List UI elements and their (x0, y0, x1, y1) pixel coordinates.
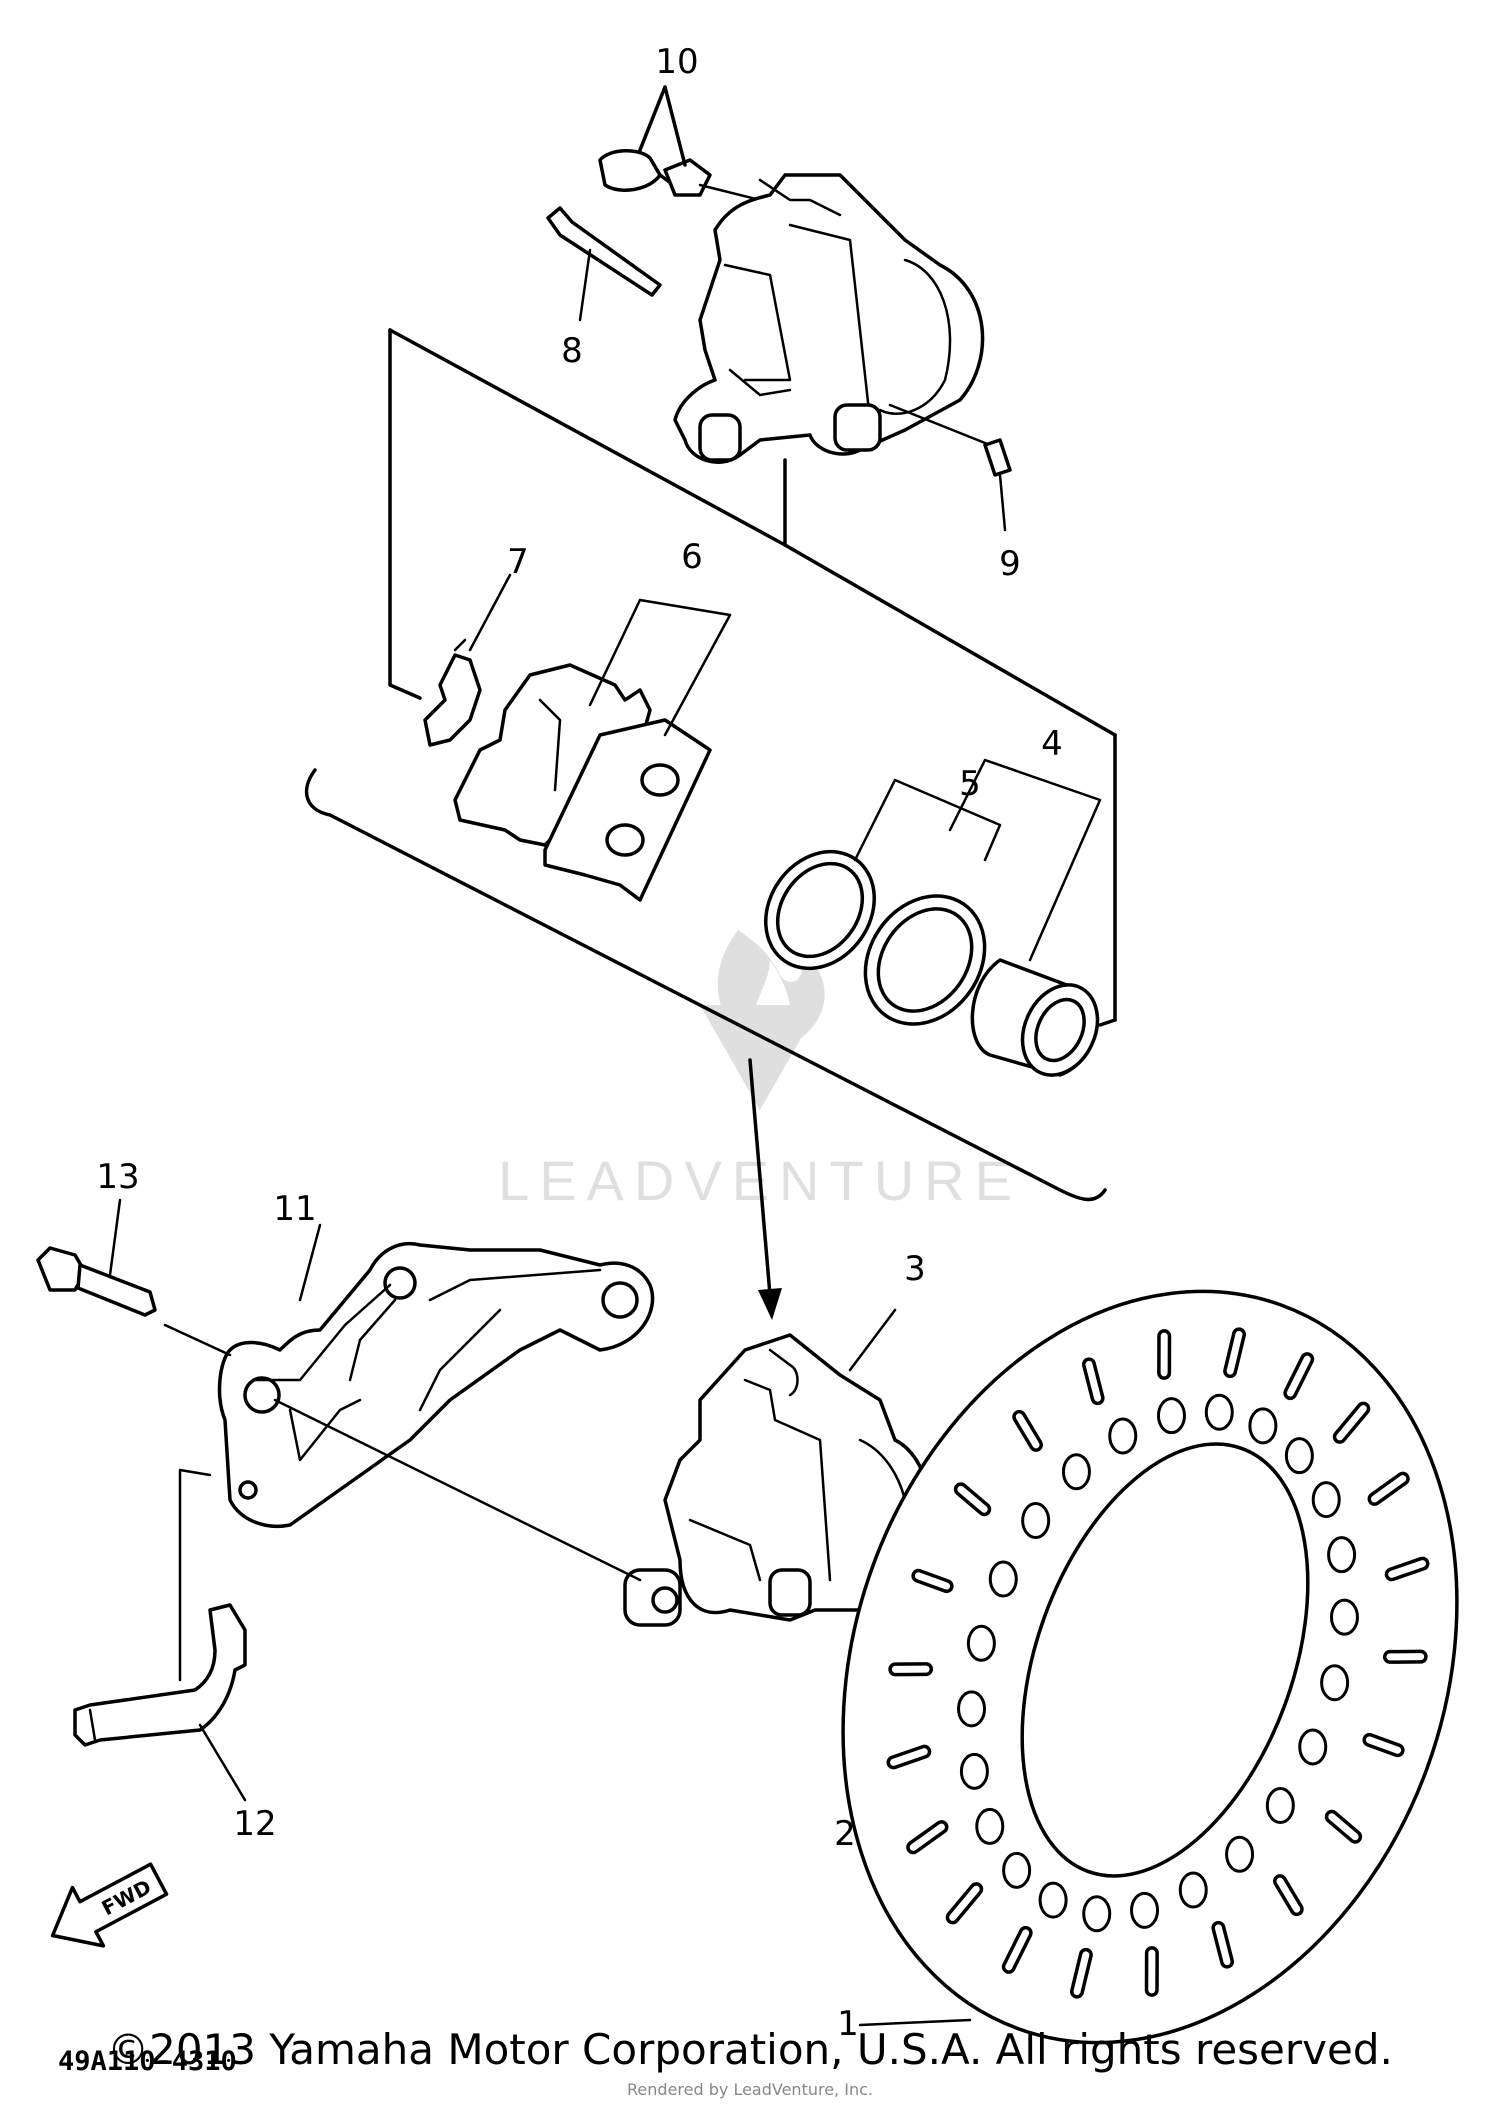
disc-hole (1311, 1481, 1341, 1519)
part-label-1: 1 (837, 2004, 859, 2044)
watermark-text: LEADVENTURE (498, 1149, 1022, 1212)
part-13-bolt (36, 1198, 232, 1357)
disc-hole (1021, 1502, 1051, 1540)
part-label-3: 3 (904, 1249, 926, 1289)
disc-hole (1082, 1895, 1112, 1933)
part-label-5: 5 (959, 764, 981, 804)
disc-slot-inner (1328, 1813, 1359, 1841)
part-5-piston-seals (764, 778, 1002, 1026)
disc-slot-inner (1073, 1951, 1090, 1996)
attribution-note: Rendered by LeadVenture, Inc. (627, 2080, 873, 2099)
disc-hole (1178, 1871, 1208, 1909)
disc-hole (1320, 1664, 1350, 1702)
disc-slot-inner (1365, 1736, 1402, 1754)
disc-slot-inner (1005, 1929, 1030, 1971)
disc-hole (1327, 1536, 1357, 1574)
part-1-brake-disc (841, 1289, 1459, 2045)
watermark: LEADVENTURE (498, 930, 1022, 1212)
disc-hole (1298, 1728, 1328, 1766)
disc-hole (1061, 1453, 1091, 1491)
upper-caliper-body (673, 173, 992, 464)
part-11-caliper-bracket (217, 1223, 655, 1582)
part-label-8: 8 (561, 331, 583, 371)
part-label-7: 7 (507, 542, 529, 582)
disc-slot-inner (1276, 1877, 1301, 1913)
part-6-brake-pads (453, 598, 732, 902)
disc-slot-inner (890, 1748, 928, 1766)
disc-slot-inner (1085, 1360, 1102, 1402)
part-label-11: 11 (273, 1189, 316, 1229)
disc-hole (1248, 1407, 1278, 1445)
disc-hole (1265, 1786, 1295, 1824)
disc-hole (1130, 1891, 1160, 1929)
disc-slot-inner (1336, 1405, 1367, 1441)
disc-holes (886, 1327, 1430, 1999)
disc-slot-inner (1371, 1475, 1407, 1503)
disc-slot-inner (949, 1885, 980, 1921)
disc-hole (957, 1690, 987, 1728)
copyright-notice: ©2013 Yamaha Motor Corporation, U.S.A. A… (107, 2025, 1393, 2074)
part-8-pin (546, 206, 662, 322)
part-3-caliper-assembly (623, 1308, 933, 1627)
disc-slot-inner (914, 1572, 951, 1590)
disc-hole (1002, 1851, 1032, 1889)
disc-hole (988, 1560, 1018, 1598)
disc-slot-inner (1226, 1330, 1243, 1375)
part-7-pad-spring (423, 573, 512, 747)
part-label-9: 9 (999, 544, 1021, 584)
disc-slot-inner (1015, 1413, 1040, 1449)
disc-slot-inner (1388, 1560, 1426, 1578)
part-label-2: 2 (834, 1814, 856, 1854)
disc-hole (1204, 1393, 1234, 1431)
caliper-kit-bracket (304, 328, 1117, 1202)
part-label-4: 4 (1041, 724, 1063, 764)
part-9-clip (983, 438, 1012, 532)
assembly-arrow (748, 1058, 782, 1320)
disc-hole (1329, 1598, 1359, 1636)
disc-slot-inner (1214, 1924, 1231, 1966)
disc-hole (1038, 1881, 1068, 1919)
disc-hole (1225, 1835, 1255, 1873)
part-label-12: 12 (233, 1804, 276, 1844)
part-label-13: 13 (96, 1157, 139, 1197)
part-label-10: 10 (655, 42, 698, 82)
disc-hole (959, 1752, 989, 1790)
disc-hole (1108, 1417, 1138, 1455)
part-12-hose-guide (73, 1468, 247, 1802)
disc-hole (975, 1807, 1005, 1845)
disc-hole (966, 1624, 996, 1662)
disc-hole (1156, 1397, 1186, 1435)
disc-slot-inner (1286, 1355, 1311, 1397)
fwd-direction-arrow: FWD (50, 1862, 169, 1948)
part-label-6: 6 (681, 537, 703, 577)
disc-slot-inner (957, 1485, 988, 1513)
diagram-reference-code: 49A110-4310 (58, 2046, 237, 2077)
disc-slot-inner (909, 1823, 945, 1851)
disc-hole (1284, 1437, 1314, 1475)
part-4-piston (948, 758, 1102, 1077)
part-10-bleeder (598, 85, 782, 207)
